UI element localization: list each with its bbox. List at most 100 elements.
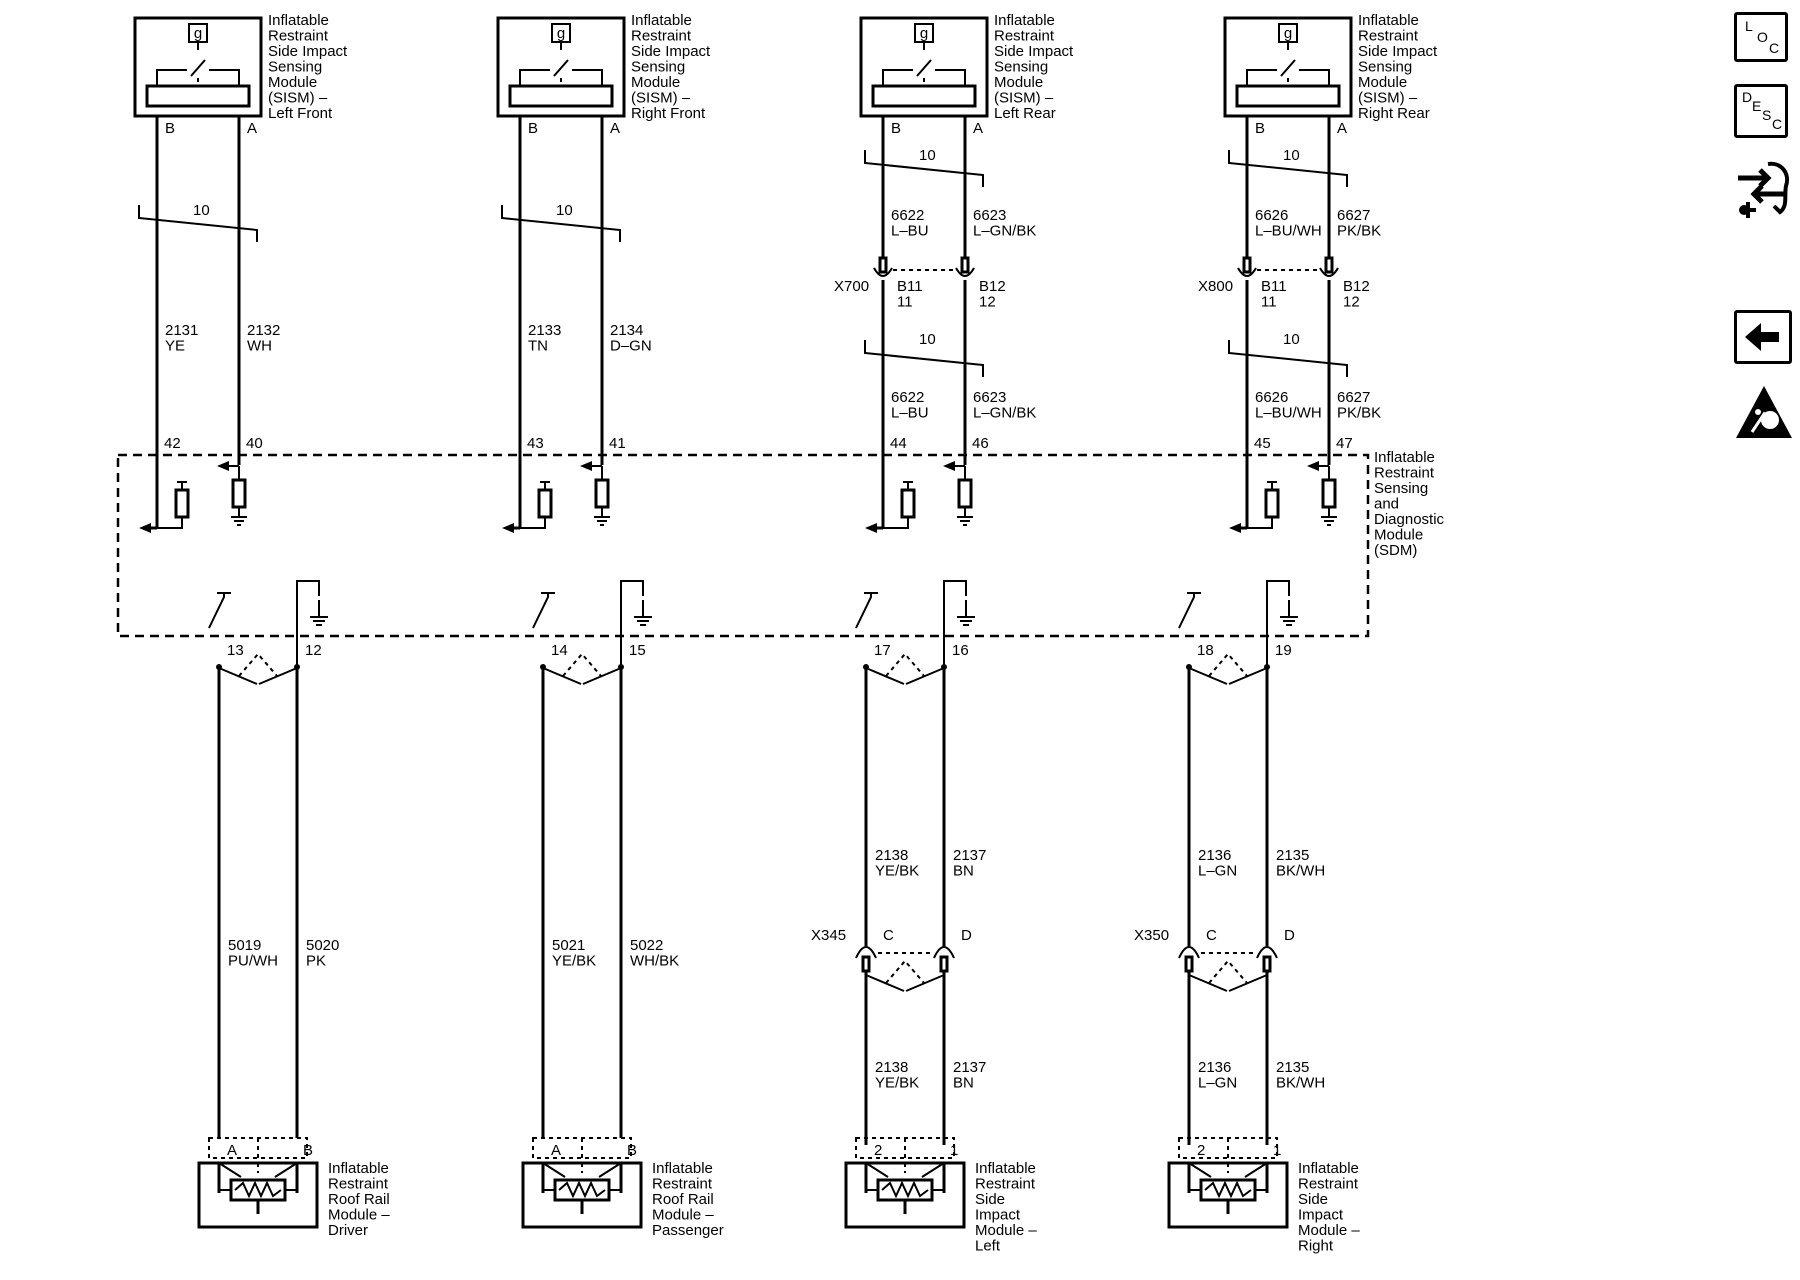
sdm-label: Sensing: [1374, 480, 1428, 497]
pull-resistor: [231, 478, 247, 509]
airbag-shorting-bar: [865, 1162, 889, 1178]
sism-label: Side Impact: [268, 43, 348, 60]
sdm-pin-label: 42: [164, 435, 181, 452]
squib-resistor: [234, 1180, 282, 1199]
airbag-shorting-bar: [274, 1162, 298, 1178]
sism-pin-label: B: [1255, 120, 1265, 137]
shorting-bar-link: [238, 652, 278, 677]
sism-switch-contact: [572, 69, 603, 85]
sdm-pin-label: 13: [227, 642, 244, 659]
sdm-pin-label: 43: [527, 435, 544, 452]
shorting-bar: [258, 667, 298, 685]
inline-pin-label: 12: [979, 294, 996, 311]
back-button[interactable]: [1734, 310, 1792, 364]
squib-resistor: [881, 1180, 929, 1199]
sdm-pin-label: 44: [890, 435, 907, 452]
sism-pin-label: A: [610, 120, 620, 137]
wire-lower-left-label: 6626: [1255, 389, 1288, 406]
airbag-label: Left: [975, 1238, 1001, 1255]
wire-deploy-left-label: 2138: [875, 847, 908, 864]
sdm-pin-label: 16: [952, 642, 969, 659]
sdm-label: Module: [1374, 527, 1423, 544]
wire-lower-left-label: L–BU/WH: [1255, 405, 1322, 422]
wire-upper-right-label: PK/BK: [1337, 223, 1381, 240]
inline-pin-female: [1324, 256, 1334, 274]
wire-deploy-right-label: 2135: [1276, 1059, 1309, 1076]
wire-upper-left-label: 6622: [891, 207, 924, 224]
wire-deploy-right-label: PK: [306, 953, 326, 970]
airbag-label: Inflatable: [1298, 1160, 1359, 1177]
pull-resistor: [537, 488, 553, 519]
connector-view-icon-graphic: [1738, 161, 1789, 218]
inline-pin-label: B12: [1343, 278, 1370, 295]
loc-button[interactable]: L O C: [1734, 12, 1788, 62]
wire-deploy-left-label: 2138: [875, 1059, 908, 1076]
sism-switch-contact: [1299, 69, 1330, 85]
sism-badge: g: [557, 25, 565, 42]
airbag-label: Roof Rail: [652, 1191, 714, 1208]
shorting-bar: [865, 667, 905, 685]
sism-label: Restraint: [268, 28, 329, 45]
sdm-label: (SDM): [1374, 542, 1417, 559]
sism-switch-contact: [519, 69, 550, 85]
airbag-label: Restraint: [975, 1176, 1036, 1193]
connector-view-icon[interactable]: [1734, 156, 1792, 224]
wire-upper-left-label: YE: [165, 338, 185, 355]
deploy-switch-left: [208, 593, 225, 629]
wire-upper-left-label: 2133: [528, 322, 561, 339]
airbag-shorting-bar: [542, 1162, 566, 1178]
inline-connector-label: X800: [1198, 278, 1233, 295]
sism-label: Module: [268, 74, 317, 91]
sism-pin-label: B: [891, 120, 901, 137]
sdm-pin-label: 15: [629, 642, 646, 659]
airbag-label: Module –: [652, 1207, 714, 1224]
deploy-switch-right: [296, 580, 320, 665]
desc-letter-d: D: [1742, 89, 1753, 105]
inline-pin-female: [1242, 256, 1252, 274]
shorting-bar: [905, 667, 945, 685]
wire-upper-left-label: L–BU/WH: [1255, 223, 1322, 240]
wire-deploy-left-label: YE/BK: [552, 953, 596, 970]
twisted-pair-label: 10: [919, 331, 936, 348]
inline-pin-label: 11: [897, 294, 913, 311]
airbag-pin-label: 2: [1197, 1142, 1205, 1159]
inline-pin-female: [1184, 955, 1194, 973]
wire-upper-left-label: 2131: [165, 322, 198, 339]
airbag-warning-graphic: [1736, 386, 1792, 438]
desc-button[interactable]: D E S C: [1734, 84, 1788, 138]
airbag-pin-label: B: [303, 1142, 313, 1159]
airbag-shorting-bar: [1244, 1162, 1268, 1178]
inline-connector-label: X700: [834, 278, 869, 295]
wire-lower-right-label: PK/BK: [1337, 405, 1381, 422]
sdm-pin-label: 45: [1254, 435, 1271, 452]
airbag-warning-icon: [1734, 382, 1794, 442]
airbag-label: Side: [1298, 1191, 1328, 1208]
inline-connector-label: X345: [811, 927, 846, 944]
twisted-pair-label: 10: [1283, 147, 1300, 164]
sism-label: Side Impact: [1358, 43, 1438, 60]
pull-resistor: [900, 488, 916, 519]
airbag-label: Impact: [975, 1207, 1021, 1224]
input-arrow-right: [1307, 461, 1319, 471]
shorting-bar: [1188, 667, 1228, 685]
airbag-label: Side: [975, 1191, 1005, 1208]
wire-deploy-left-label: PU/WH: [228, 953, 278, 970]
airbag-pin-label: A: [551, 1142, 561, 1159]
airbag-label: Restraint: [652, 1176, 713, 1193]
sism-badge-frame: [1278, 23, 1298, 43]
airbag-label: Restraint: [1298, 1176, 1359, 1193]
sism-label: (SISM) –: [631, 90, 691, 107]
sism-label: (SISM) –: [268, 90, 328, 107]
deploy-switch-right: [1266, 580, 1290, 665]
shorting-bar-link: [885, 652, 925, 677]
sism-switch-contact: [156, 69, 187, 85]
sism-pin-label: A: [247, 120, 257, 137]
sdm-pin-label: 41: [609, 435, 626, 452]
sism-label: Module: [631, 74, 680, 91]
wire-deploy-left-label: YE/BK: [875, 863, 919, 880]
pull-resistor-lead: [157, 517, 183, 529]
wire-deploy-right-label: 2137: [953, 847, 986, 864]
twisted-pair-marker: [501, 205, 621, 242]
airbag-label: Driver: [328, 1222, 368, 1239]
airbag-label: Module –: [975, 1222, 1037, 1239]
